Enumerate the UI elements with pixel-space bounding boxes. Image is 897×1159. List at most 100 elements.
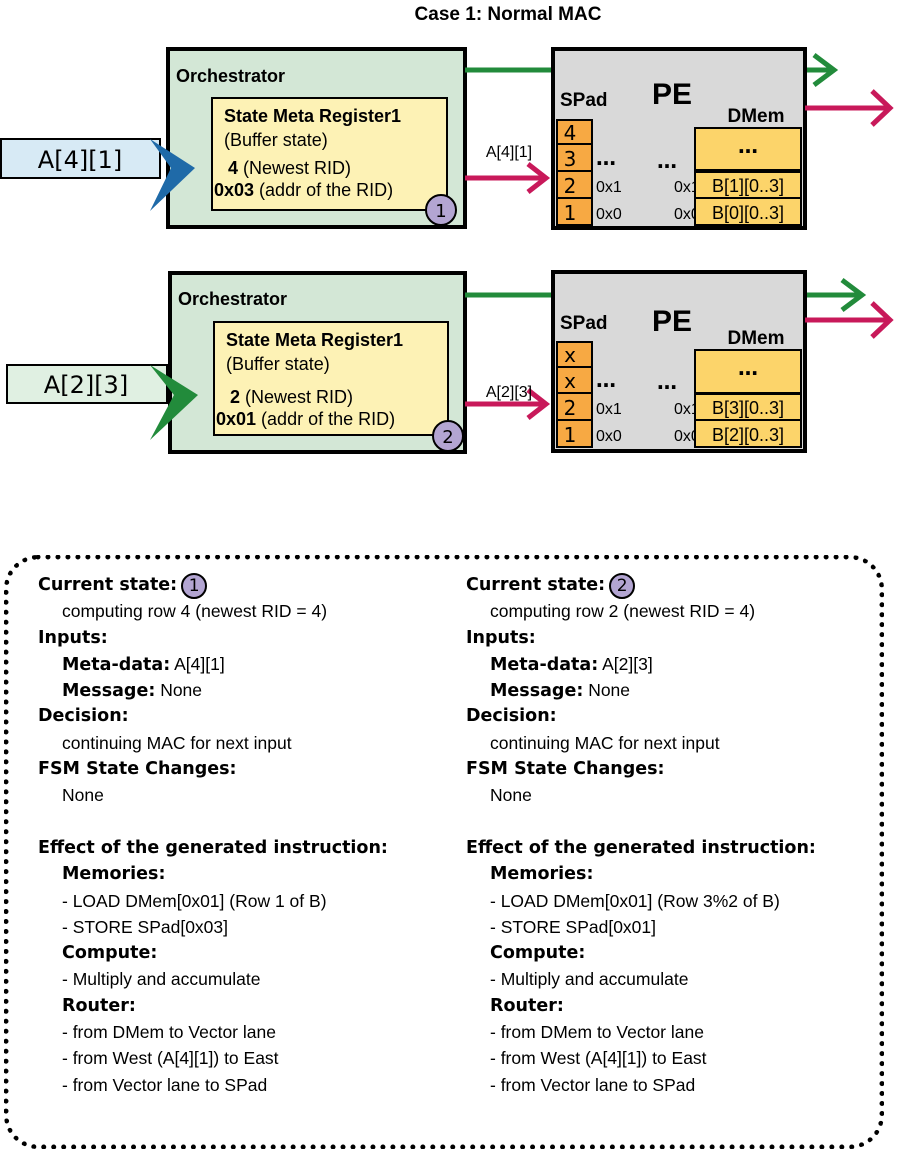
- state-badge-number-1: 1: [435, 201, 446, 222]
- message-row: Message: None: [38, 677, 478, 703]
- addr-value-1: 0x03: [214, 180, 254, 200]
- spad-value-1-1: 4: [564, 121, 577, 145]
- rid-label-1: (Newest RID): [238, 158, 351, 178]
- spad-value-1-3: 2: [564, 174, 577, 198]
- summary-column-2: Current state:2 computing row 2 (newest …: [466, 572, 897, 1098]
- diagram-title: Case 1: Normal MAC: [415, 4, 602, 25]
- effect-label: Effect of the generated instruction:: [466, 837, 816, 858]
- link-label-2: A[2][3]: [486, 384, 532, 401]
- addr-line-1: 0x03 (addr of the RID): [214, 180, 393, 200]
- current-state-badge: 2: [609, 573, 636, 599]
- message-value: None: [583, 680, 631, 701]
- compute-label: Compute:: [62, 943, 158, 964]
- east-arrow-pe-head-1: [870, 89, 894, 127]
- east-arrow-orch-head-2: [840, 278, 867, 312]
- router-item: - from DMem to Vector lane: [490, 1022, 704, 1043]
- east-arrow-pe-head-2: [870, 301, 894, 339]
- rid-line-1: 4 (Newest RID): [228, 158, 351, 178]
- metadata-label: Meta-data:: [490, 654, 599, 675]
- orchestrator-label-1: Orchestrator: [176, 66, 285, 86]
- current-state-row: Current state:2: [466, 572, 897, 599]
- dmem-top-1: [694, 127, 802, 171]
- fsm-label: FSM State Changes:: [38, 759, 237, 780]
- mid-dots-1: …: [657, 149, 677, 173]
- decision-text: continuing MAC for next input: [490, 732, 720, 753]
- decision-text: continuing MAC for next input: [62, 732, 292, 753]
- spad-cell-1-4: [556, 197, 593, 226]
- input-arrow-2: [150, 365, 198, 440]
- memories-label: Memories:: [490, 864, 594, 885]
- spad-value-2-4: 1: [564, 423, 577, 447]
- spad-value-1-4: 1: [564, 201, 577, 225]
- dmem-cell-2-2: [694, 419, 802, 448]
- pe-label-2: PE: [652, 305, 692, 338]
- current-state-text: computing row 2 (newest RID = 4): [490, 601, 756, 622]
- summary-column-1: Current state:1 computing row 4 (newest …: [38, 572, 478, 1098]
- message-value: None: [155, 680, 203, 701]
- memories-item: - LOAD DMem[0x01] (Row 3%2 of B): [490, 890, 780, 911]
- input-label-1: A[4][1]: [38, 146, 122, 174]
- rid-value-1: 4: [228, 158, 238, 178]
- addr-left-2-2: 0x0: [596, 428, 622, 445]
- dmem-dots-1: …: [738, 134, 758, 158]
- inputs-label: Inputs:: [466, 627, 536, 648]
- link-label-1: A[4][1]: [486, 144, 532, 161]
- metadata-value: A[4][1]: [170, 653, 225, 674]
- dmem-value-2-2: B[2][0..3]: [712, 425, 784, 445]
- metadata-value: A[2][3]: [598, 653, 653, 674]
- buffer-state-1: (Buffer state): [224, 130, 328, 150]
- message-label: Message:: [62, 681, 156, 702]
- compute-label: Compute:: [490, 943, 586, 964]
- dmem-value-1-1: B[1][0..3]: [712, 176, 784, 196]
- current-state-label: Current state:: [466, 575, 606, 595]
- spad-dots-1: …: [596, 146, 616, 170]
- current-state-badge: 1: [181, 573, 208, 599]
- state-badge-number-2: 2: [442, 427, 453, 448]
- dmem-cell-1-2: [694, 197, 802, 226]
- fsm-label: FSM State Changes:: [466, 759, 665, 780]
- register-title-1: State Meta Register1: [224, 106, 401, 126]
- router-item: - from Vector lane to SPad: [490, 1074, 696, 1095]
- rid-value-2: 2: [230, 387, 240, 407]
- addr-right-2-2: 0x0: [674, 428, 700, 445]
- current-state-text: computing row 4 (newest RID = 4): [62, 601, 328, 622]
- addr-label-1: (addr of the RID): [254, 180, 393, 200]
- message-row: Message: None: [466, 677, 897, 703]
- addr-label-2: (addr of the RID): [256, 409, 395, 429]
- dmem-dots-2: …: [738, 356, 758, 380]
- metadata-row: Meta-data: A[4][1]: [38, 651, 478, 677]
- link-arrow-head-2: [526, 388, 551, 420]
- dmem-value-2-1: B[3][0..3]: [712, 398, 784, 418]
- addr-left-1-1: 0x1: [596, 179, 622, 196]
- case-2: A[2][3] Orchestrator State Meta Register…: [6, 270, 894, 454]
- register-title-2: State Meta Register1: [226, 330, 403, 350]
- addr-value-2: 0x01: [216, 409, 256, 429]
- dmem-top-2: [694, 349, 802, 394]
- decision-label: Decision:: [38, 706, 129, 727]
- addr-left-1-2: 0x0: [596, 206, 622, 223]
- addr-right-1-1: 0x1: [674, 179, 700, 196]
- spad-dots-2: …: [596, 368, 616, 392]
- spacer: [38, 809, 478, 835]
- memories-item: - STORE SPad[0x03]: [62, 916, 229, 937]
- memories-item: - LOAD DMem[0x01] (Row 1 of B): [62, 890, 327, 911]
- east-arrow-orch-head-1: [812, 53, 839, 87]
- effect-label: Effect of the generated instruction:: [38, 837, 388, 858]
- spad-label-1: SPad: [560, 90, 608, 111]
- rid-label-2: (Newest RID): [240, 387, 353, 407]
- state-meta-register-1: [211, 97, 448, 211]
- pe-label-1: PE: [652, 78, 692, 111]
- spad-cell-1-2: [556, 143, 593, 172]
- fsm-text: None: [490, 785, 532, 806]
- spad-value-2-2: x: [564, 369, 576, 393]
- router-label: Router:: [490, 995, 564, 1016]
- compute-item: - Multiply and accumulate: [490, 969, 689, 990]
- fsm-text: None: [62, 785, 104, 806]
- dmem-cell-1-1: [694, 171, 802, 199]
- spad-label-2: SPad: [560, 313, 608, 334]
- current-state-row: Current state:1: [38, 572, 478, 599]
- spad-value-2-1: x: [564, 343, 576, 367]
- message-label: Message:: [490, 681, 584, 702]
- router-item: - from Vector lane to SPad: [62, 1074, 268, 1095]
- metadata-row: Meta-data: A[2][3]: [466, 651, 897, 677]
